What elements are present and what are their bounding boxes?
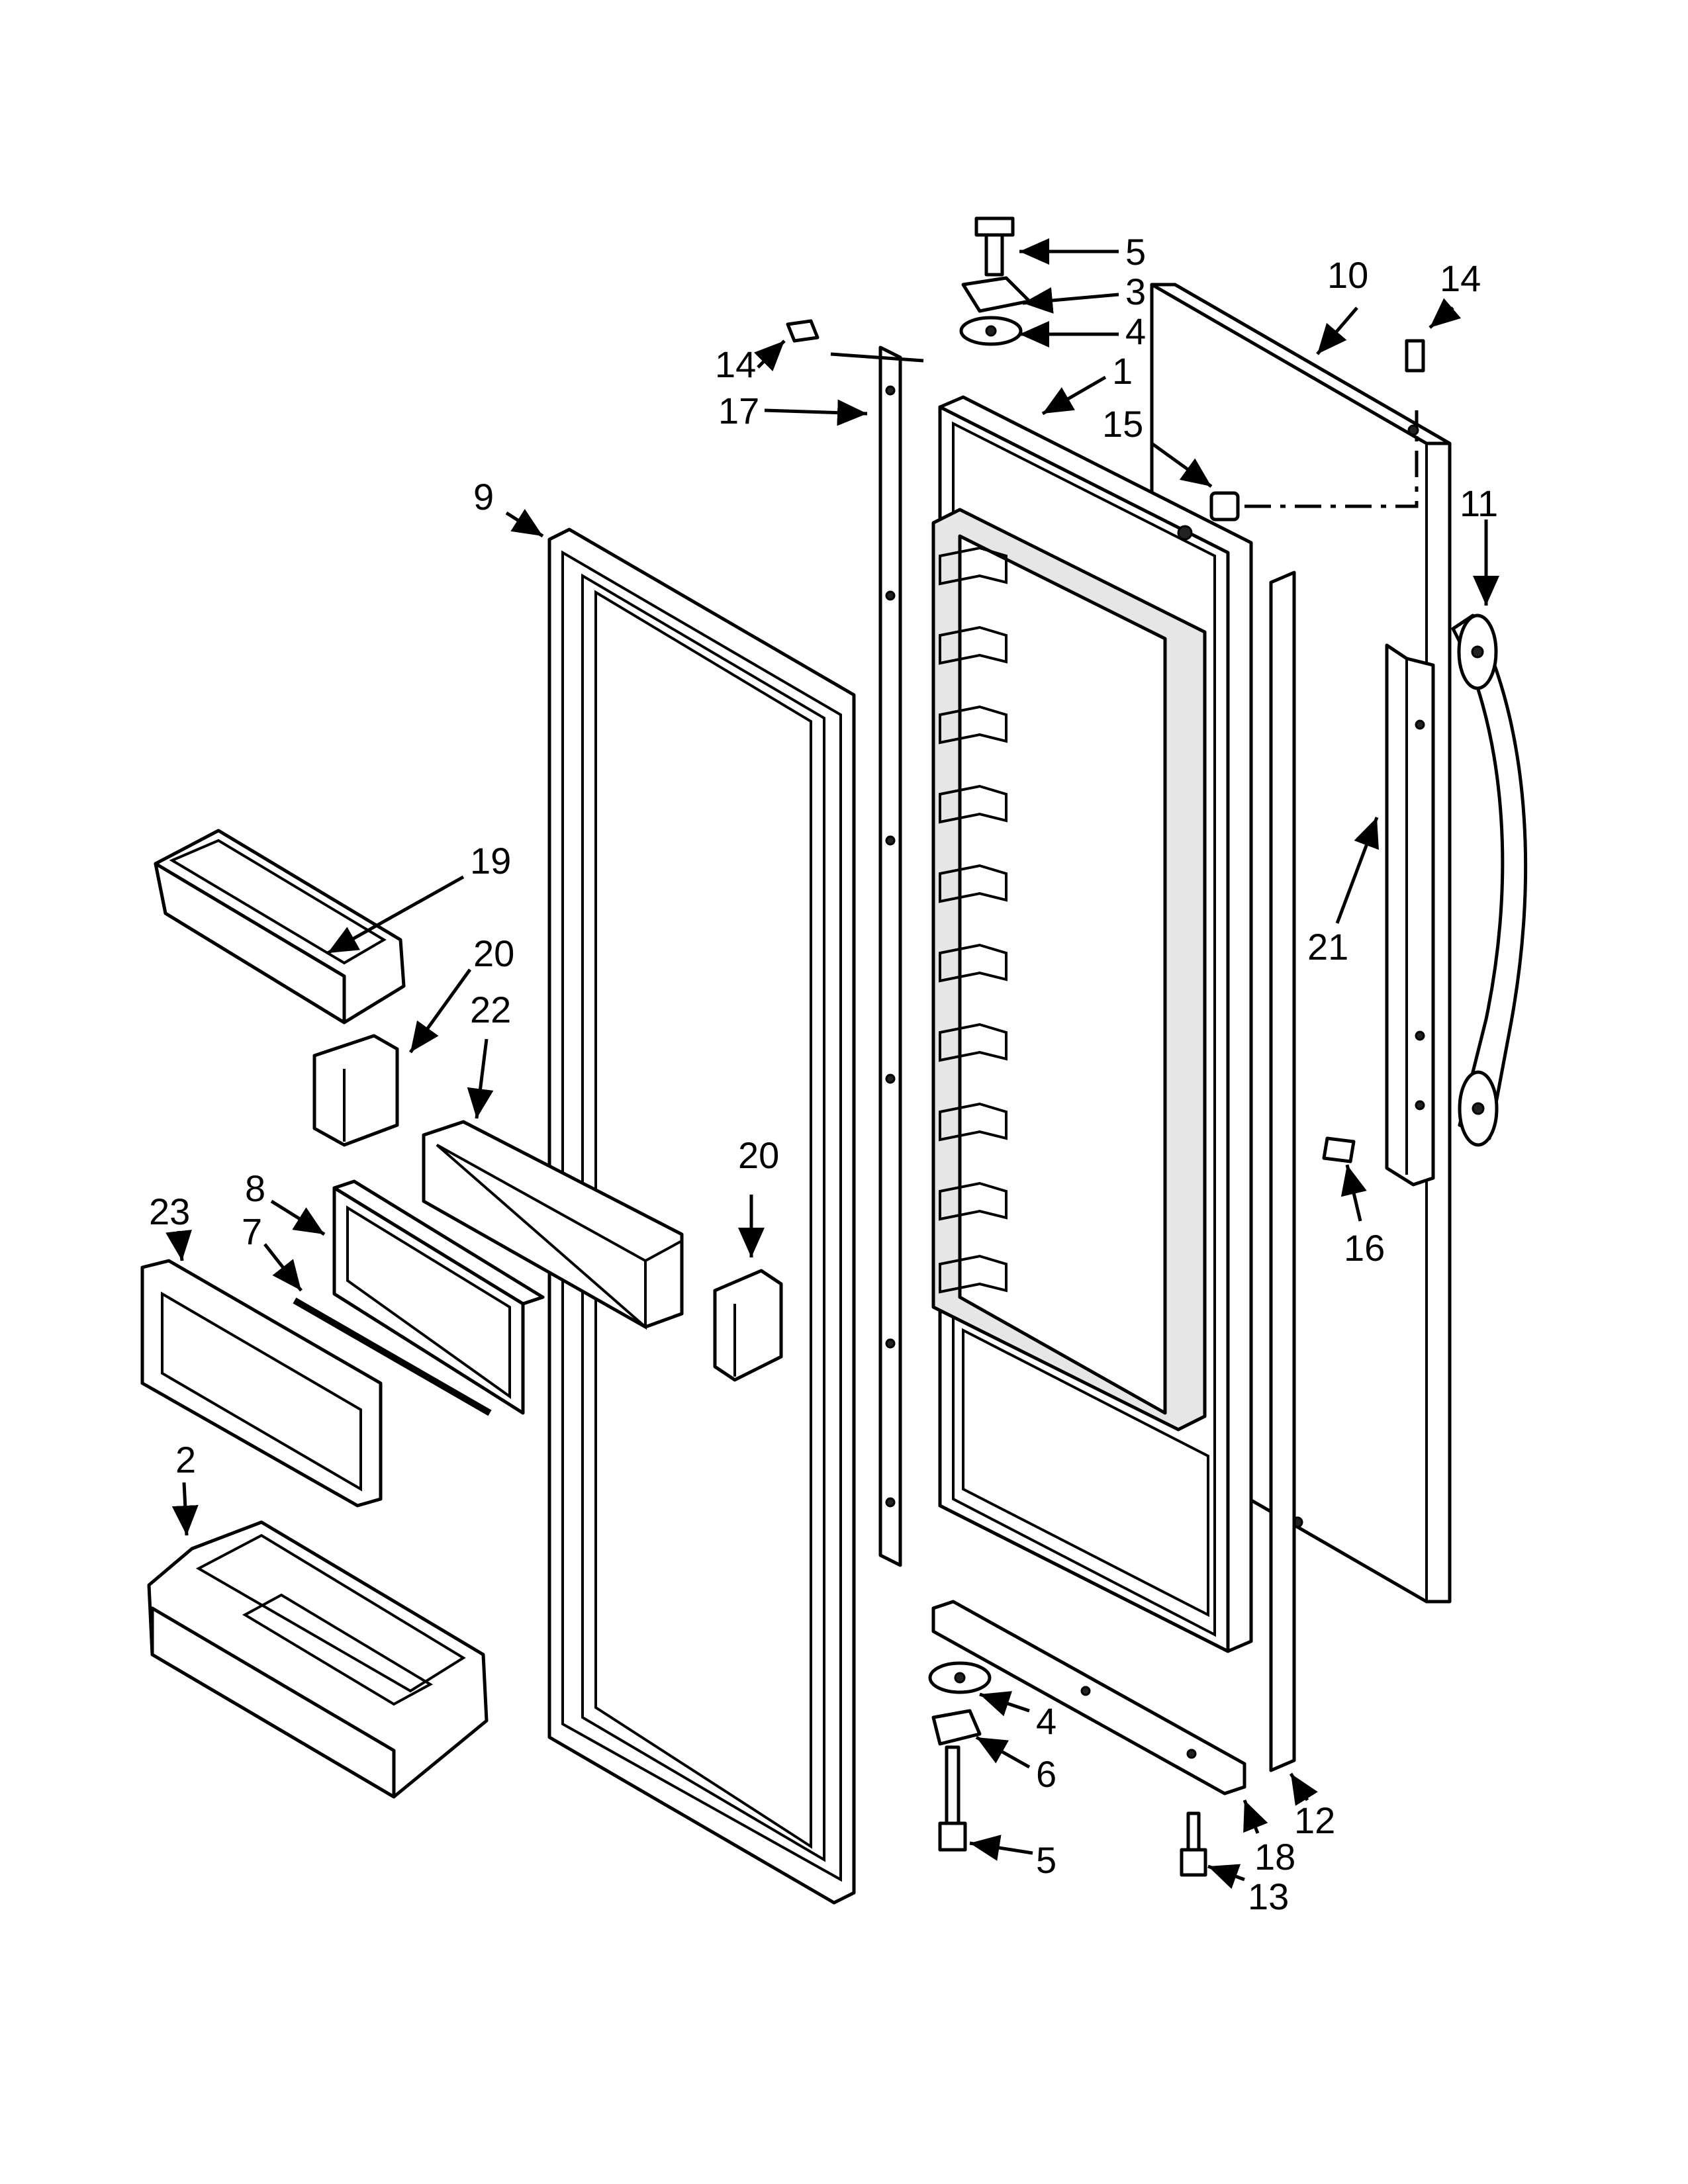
callout-7: 7 — [242, 1210, 262, 1252]
dairy-door — [140, 1259, 383, 1508]
bin-end-cap-left — [312, 1034, 399, 1147]
bin-end-cap-right — [713, 1269, 783, 1382]
callout-14-left: 14 — [715, 343, 756, 385]
callout-labels: 5 3 4 1 10 14 14 17 15 9 11 19 20 22 21 … — [149, 231, 1498, 1917]
lower-door-bin — [147, 1520, 489, 1799]
callout-9: 9 — [473, 476, 494, 518]
leader-lines — [165, 238, 1499, 1889]
shelf-ribs — [939, 546, 1008, 1294]
callout-23: 23 — [149, 1191, 190, 1232]
callout-12: 12 — [1294, 1799, 1335, 1841]
callout-5-bottom: 5 — [1036, 1839, 1056, 1881]
alignment-line — [1244, 410, 1419, 508]
callout-17: 17 — [718, 390, 759, 432]
callout-10: 10 — [1327, 254, 1368, 296]
callout-20-left: 20 — [473, 933, 514, 974]
callout-8: 8 — [245, 1167, 265, 1209]
callout-20-right: 20 — [738, 1134, 779, 1176]
callout-15: 15 — [1102, 403, 1143, 445]
dairy-seal-strip — [293, 1297, 492, 1416]
handle-side-strip — [1269, 570, 1296, 1772]
door-gasket — [547, 527, 856, 1905]
callout-2: 2 — [175, 1439, 196, 1480]
callout-3: 3 — [1125, 271, 1146, 312]
bottom-hinge-hardware — [928, 1661, 1207, 1877]
callout-14-right: 14 — [1440, 257, 1481, 299]
callout-6: 6 — [1036, 1753, 1056, 1795]
door-handle — [1451, 614, 1528, 1147]
upper-door-bin — [154, 829, 406, 1024]
callout-19: 19 — [470, 840, 511, 882]
callout-21: 21 — [1307, 926, 1348, 968]
top-hinge-hardware — [959, 216, 1031, 346]
callout-13: 13 — [1248, 1876, 1289, 1917]
callout-1: 1 — [1112, 350, 1133, 392]
dairy-housing — [422, 1120, 684, 1330]
door-liner — [931, 395, 1253, 1653]
callout-18: 18 — [1254, 1836, 1295, 1878]
callout-22: 22 — [470, 989, 511, 1030]
callout-4-bottom: 4 — [1036, 1700, 1056, 1742]
bottom-bracket — [931, 1600, 1246, 1796]
callout-5-top: 5 — [1125, 231, 1146, 273]
hinge-side-strip — [878, 345, 902, 1567]
callout-11: 11 — [1460, 482, 1498, 524]
callout-4-top: 4 — [1125, 310, 1146, 352]
callout-16: 16 — [1344, 1227, 1385, 1269]
screws — [786, 319, 1425, 1163]
handle-bracket — [1385, 643, 1435, 1187]
dairy-door-frame — [332, 1179, 545, 1415]
